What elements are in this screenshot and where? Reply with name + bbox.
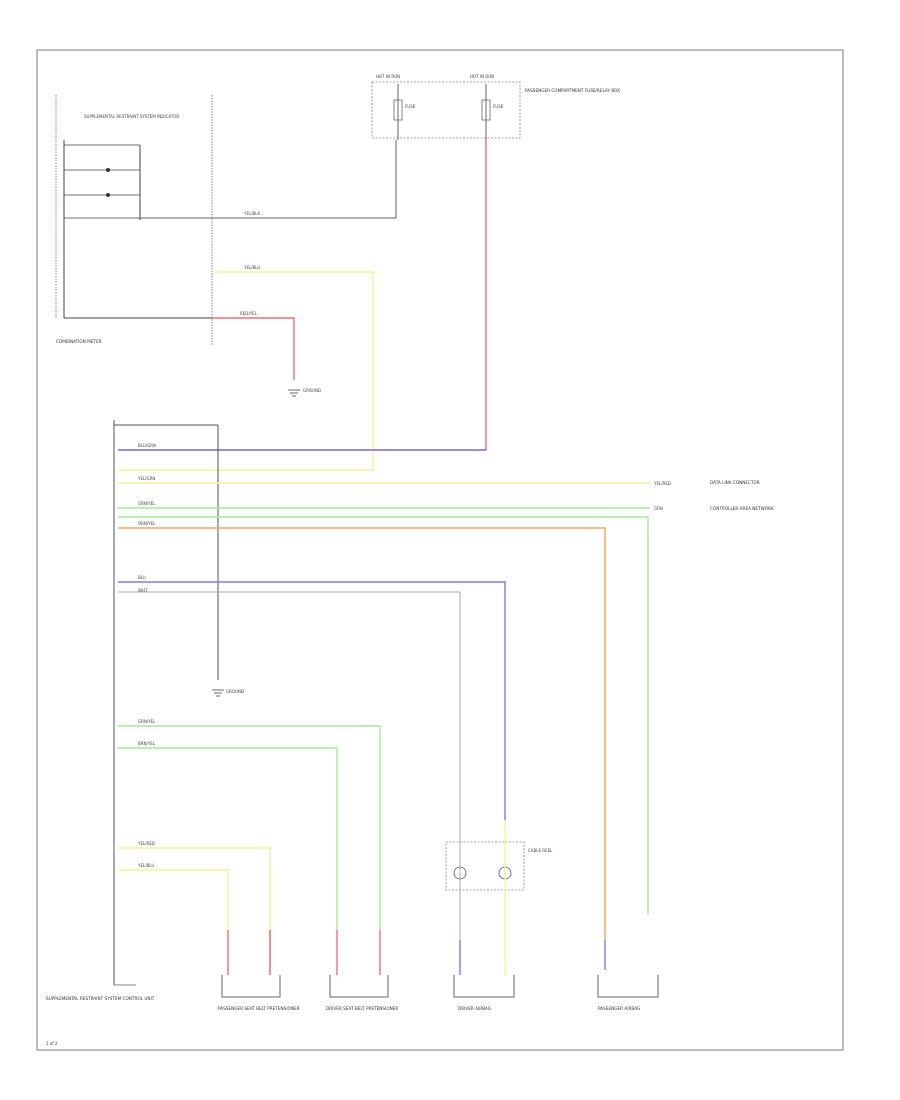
wire-gray-cable-reel: [118, 591, 461, 820]
diagram-border: [36, 49, 844, 1051]
wire-code: WHT: [138, 588, 148, 593]
passenger-pretensioner-label: PASSENGER SEAT BELT PRETENSIONER: [218, 1006, 300, 1011]
hot-label-a: HOT IN RUN: [376, 74, 400, 79]
wire-code: YEL/RED: [653, 481, 671, 486]
wire-red-fuse-module: [118, 140, 487, 451]
driver-airbag: DRIVER AIRBAG: [453, 975, 515, 1011]
passenger-airbag-label: PASSENGER AIRBAG: [598, 1006, 640, 1011]
ground-symbol-icon: [288, 389, 300, 397]
wire-code: BRN/YEL: [138, 741, 156, 746]
cable-reel-label: CABLE REEL: [528, 848, 553, 853]
wire-meter-to-fuse: [140, 140, 397, 219]
wire-blue-cable-reel: [118, 581, 506, 820]
driver-pretensioner: DRIVER SEAT BELT PRETENSIONER: [326, 975, 398, 1011]
fuse-icon: [481, 99, 491, 121]
wire-code: GRN/YEL: [138, 501, 156, 506]
wire-yellow2-pass-pret: [118, 869, 229, 930]
meter-indicator-label: SUPPLEMENTAL RESTRAINT SYSTEM INDICATOR: [84, 114, 179, 119]
wire-code: BLU: [138, 575, 146, 580]
wire-yellow-pass-pret: [118, 847, 271, 930]
fuse-icon: [393, 99, 403, 121]
wire-code: YEL/RED: [137, 841, 155, 846]
wire-code: GRN/YEL: [138, 719, 156, 724]
driver-pretensioner-label: DRIVER SEAT BELT PRETENSIONER: [326, 1006, 398, 1011]
fuse-box: HOT IN RUN HOT IN RUN FUSE FUSE PASSENGE…: [371, 74, 620, 140]
ground-symbol-icon: [212, 689, 224, 697]
ground-b-label: GROUND: [226, 689, 244, 694]
fuse-a-label: FUSE: [405, 104, 416, 109]
wire-code: YEL/BLU: [137, 863, 154, 868]
combination-meter-label: COMBINATION METER: [56, 339, 102, 344]
wire-green-pass-airbag: [118, 516, 649, 915]
can-label: CONTROLLER AREA NETWORK: [710, 506, 774, 511]
wire-yellow-meter: [118, 271, 374, 471]
wire-code: RED/YEL: [240, 311, 258, 316]
wire-code: YEL/BLU: [243, 265, 260, 270]
wire-green2-driver-pret: [118, 747, 338, 930]
passenger-airbag: PASSENGER AIRBAG: [597, 975, 659, 1011]
wire-code: BLU/GRN: [138, 443, 156, 448]
srs-control-unit: GROUND SUPPLEMENTAL RESTRAINT SYSTEM CON…: [46, 420, 244, 1046]
connector-pin-icon: [106, 193, 110, 197]
fuse-box-outline: [371, 81, 521, 139]
wire-code: GRN: [654, 506, 663, 511]
fuse-box-label: PASSENGER COMPARTMENT FUSE/RELAY BOX: [525, 88, 620, 93]
wire-code: ORN/YEL: [138, 521, 156, 526]
sheet-ref: 1 of 2: [46, 1041, 58, 1046]
combination-meter: SUPPLEMENTAL RESTRAINT SYSTEM INDICATOR …: [55, 95, 213, 345]
cable-reel: CABLE REEL: [445, 820, 553, 975]
wire-code: YEL/GRN: [137, 476, 155, 481]
wire-code: YEL/BLK: [243, 211, 261, 216]
hot-label-b: HOT IN RUN: [470, 74, 494, 79]
connector-pin-icon: [106, 168, 110, 172]
driver-airbag-label: DRIVER AIRBAG: [458, 1006, 491, 1011]
wire-orange-pass-airbag: [118, 527, 606, 940]
passenger-pretensioner: PASSENGER SEAT BELT PRETENSIONER: [218, 975, 300, 1011]
wire-green-driver-pret: [118, 725, 381, 930]
wire-red-meter-ground: [212, 317, 295, 380]
module-label: SUPPLEMENTAL RESTRAINT SYSTEM CONTROL UN…: [46, 996, 155, 1001]
ground-a-label: GROUND: [303, 388, 321, 393]
fuse-b-label: FUSE: [493, 104, 504, 109]
data-link-label: DATA LINK CONNECTOR: [710, 480, 760, 485]
